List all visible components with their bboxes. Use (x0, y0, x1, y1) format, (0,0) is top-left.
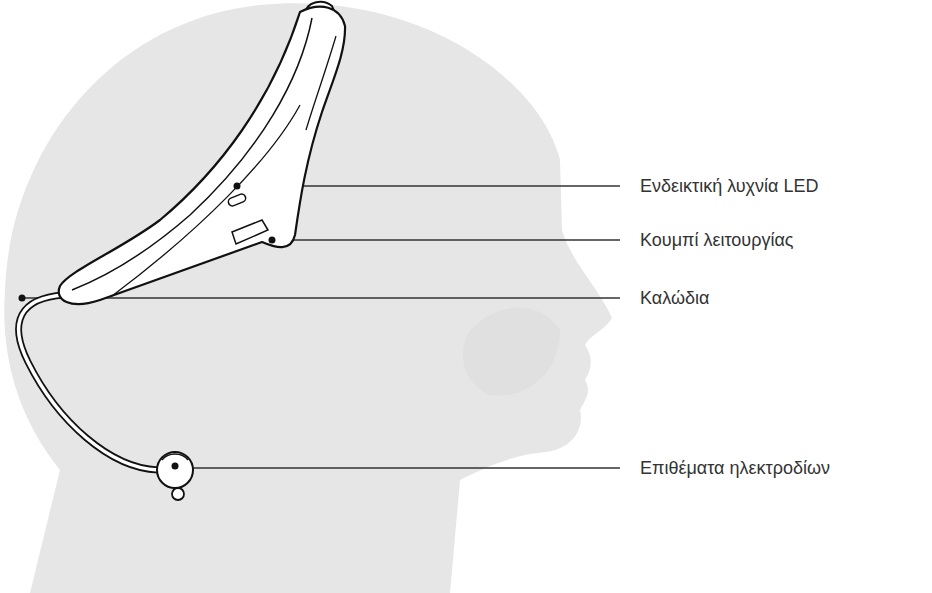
electrode-pad (157, 452, 193, 488)
headband-edge (72, 18, 312, 290)
cable (19, 295, 158, 470)
leader-line (272, 239, 620, 240)
electrode-rim (162, 454, 188, 460)
cheek-shade (463, 308, 560, 396)
headband (59, 7, 345, 304)
headband-groove (112, 105, 300, 296)
part-label: Καλώδια (640, 287, 709, 309)
function-button (232, 220, 268, 244)
part-label: Ενδεικτική λυχνία LED (640, 175, 818, 197)
leader-line (22, 297, 620, 298)
electrode-knob (172, 488, 184, 500)
part-label: Κουμπί λειτουργίας (640, 229, 793, 251)
headband-strip (306, 36, 336, 130)
cable-inner (19, 295, 158, 470)
callout-dot (19, 295, 26, 302)
callout-dot (269, 237, 276, 244)
part-label: Επιθέματα ηλεκτροδίων (640, 457, 830, 479)
callout-dot (172, 463, 179, 470)
leader-line (175, 467, 620, 468)
callout-dot (234, 183, 241, 190)
led-indicator (227, 193, 247, 207)
